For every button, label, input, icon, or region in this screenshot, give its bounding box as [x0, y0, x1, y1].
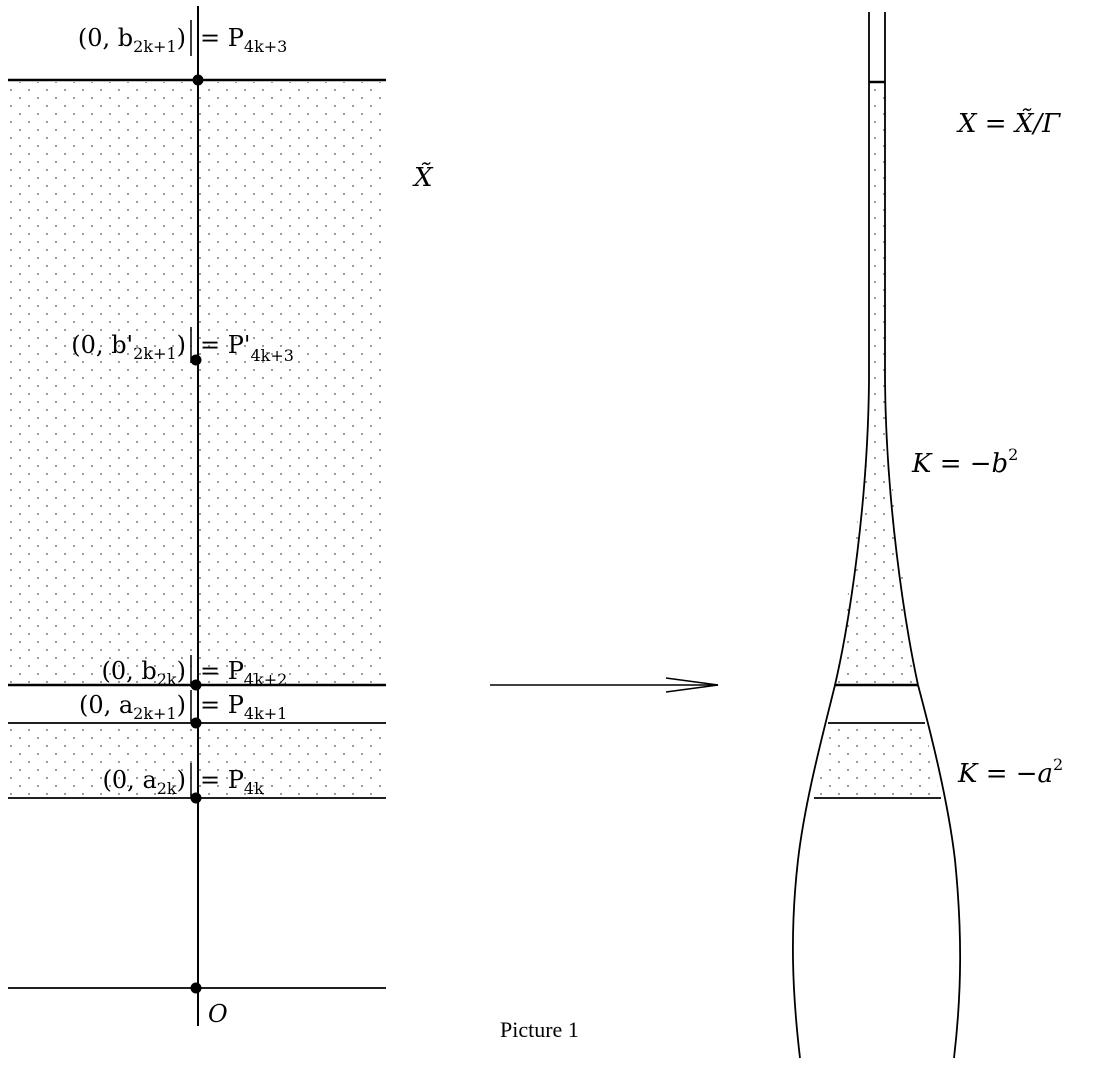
- right-boundary-curve: [884, 12, 962, 1059]
- svg-text:= P4k+1: = P4k+1: [200, 691, 287, 723]
- svg-text:(0, a2k): (0, a2k): [103, 766, 186, 798]
- curvature-a-label: K = −a2: [957, 755, 1063, 789]
- svg-text:= P4k: = P4k: [200, 766, 264, 798]
- projection-arrow: [490, 677, 719, 693]
- point-p4k3: [192, 74, 204, 86]
- curvature-b-label: K = −b2: [911, 445, 1018, 479]
- right-panel: X = X̃/Γ K = −b2 K = −a2: [792, 12, 1063, 1059]
- figure-caption: Picture 1: [500, 1017, 579, 1042]
- svg-text:= P4k+3: = P4k+3: [200, 24, 287, 56]
- label-p4k2: (0, b2k) = P4k+2: [101, 655, 287, 689]
- left-panel: (0, b2k+1) = P4k+3 (0, b'2k+1) = P'4k+3 …: [8, 6, 434, 1028]
- svg-text:(0, b2k+1): (0, b2k+1): [78, 24, 186, 56]
- svg-text:= P'4k+3: = P'4k+3: [200, 331, 294, 365]
- shape-fill-lower: [815, 723, 940, 798]
- quotient-label: X = X̃/Γ: [956, 108, 1061, 139]
- point-origin: [190, 982, 202, 994]
- shape-fill-upper: [835, 82, 918, 685]
- left-boundary-curve: [792, 12, 870, 1059]
- point-p4k1: [190, 717, 202, 729]
- point-p4k: [190, 792, 202, 804]
- origin-label: O: [208, 1000, 228, 1028]
- svg-text:(0, b2k): (0, b2k): [101, 657, 186, 689]
- point-p4k3-prime: [190, 354, 202, 366]
- svg-text:(0, b'2k+1): (0, b'2k+1): [71, 331, 186, 363]
- label-p4k3: (0, b2k+1) = P4k+3: [78, 20, 287, 56]
- label-p4k: (0, a2k) = P4k: [103, 763, 264, 798]
- label-p4k1: (0, a2k+1) = P4k+1: [79, 690, 287, 723]
- label-p4k3-prime: (0, b'2k+1) = P'4k+3: [71, 327, 294, 365]
- cover-space-label: X̃: [412, 162, 434, 193]
- point-p4k2: [190, 679, 202, 691]
- svg-text:(0, a2k+1): (0, a2k+1): [79, 691, 186, 723]
- svg-text:= P4k+2: = P4k+2: [200, 657, 287, 689]
